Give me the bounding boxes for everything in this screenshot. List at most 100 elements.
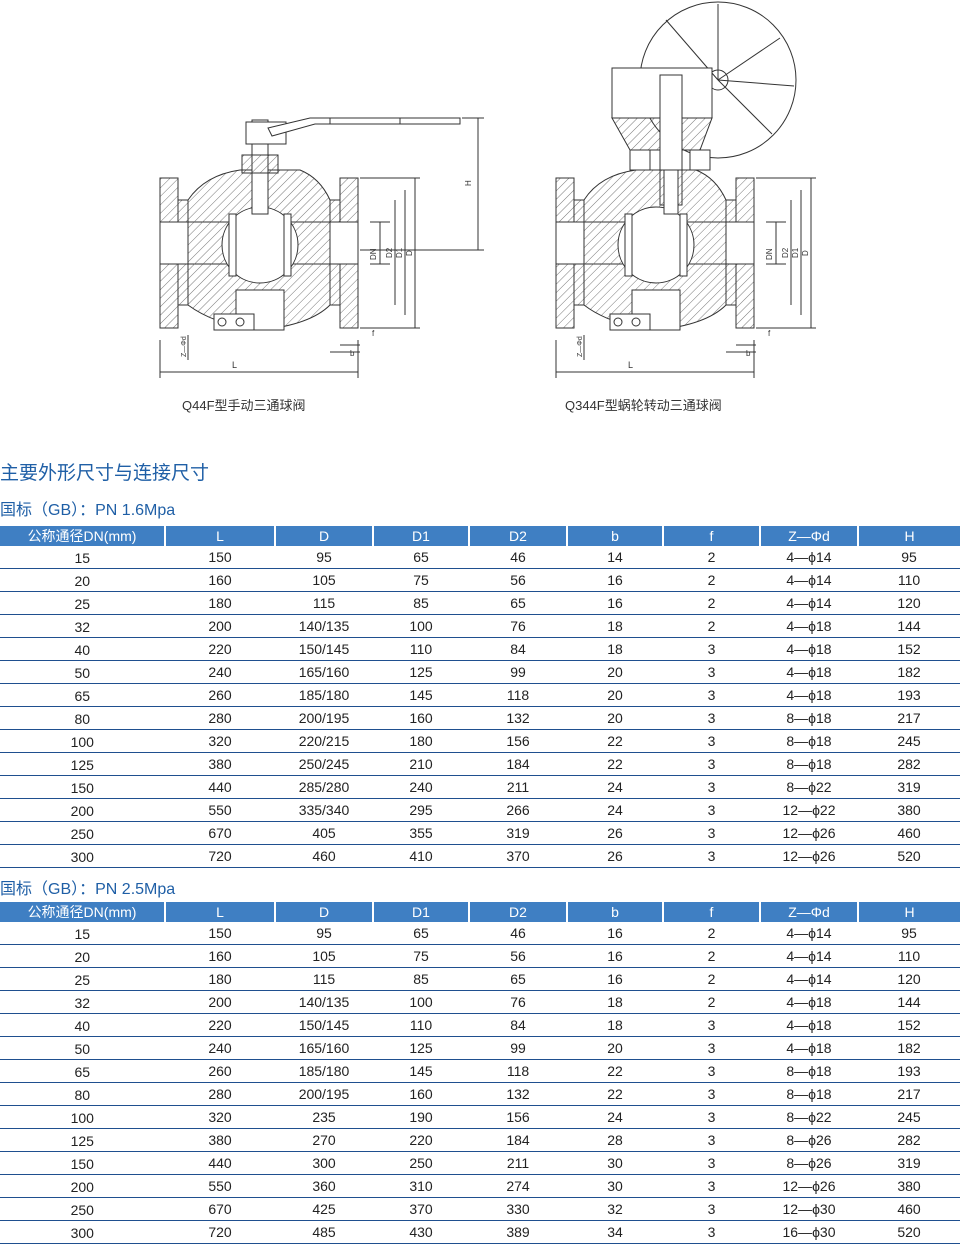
table-cell: 2	[663, 591, 761, 615]
table-cell: 3	[663, 637, 761, 661]
column-header: D2	[469, 902, 568, 922]
table-cell: 165/160	[275, 1036, 374, 1060]
table-cell: 118	[469, 1059, 568, 1083]
dim-label-b-right: b	[746, 349, 751, 358]
table-cell: 65	[0, 1059, 166, 1083]
table-cell: 3	[663, 1220, 761, 1244]
table-cell: 319	[858, 775, 960, 799]
table-cell: 235	[275, 1105, 374, 1129]
table-cell: 115	[275, 967, 374, 991]
table-cell: 425	[275, 1197, 374, 1221]
table-cell: 120	[858, 591, 960, 615]
table-cell: 4—ϕ18	[760, 990, 859, 1014]
table-cell: 160	[165, 568, 276, 592]
table-cell: 180	[165, 591, 276, 615]
table-cell: 46	[469, 922, 568, 945]
table-cell: 8—ϕ18	[760, 729, 859, 753]
table-cell: 24	[567, 1105, 664, 1129]
table-cell: 120	[858, 967, 960, 991]
table-cell: 22	[567, 752, 664, 776]
table-cell: 3	[663, 775, 761, 799]
table-cell: 85	[373, 591, 470, 615]
table-cell: 184	[469, 752, 568, 776]
table-cell: 20	[567, 1036, 664, 1060]
table-cell: 12—ϕ22	[760, 798, 859, 822]
table-cell: 80	[0, 706, 166, 730]
table-cell: 84	[469, 637, 568, 661]
table-cell: 20	[567, 683, 664, 707]
table-cell: 28	[567, 1128, 664, 1152]
table-cell: 95	[858, 546, 960, 569]
table-cell: 720	[165, 1220, 276, 1244]
table-cell: 380	[858, 1174, 960, 1198]
table-cell: 85	[373, 967, 470, 991]
table-cell: 193	[858, 1059, 960, 1083]
column-header: Z—Φd	[760, 526, 859, 546]
table-cell: 16	[567, 967, 664, 991]
table-cell: 24	[567, 775, 664, 799]
table-cell: 12—ϕ26	[760, 1174, 859, 1198]
table-cell: 150	[0, 1151, 166, 1175]
table-cell: 8—ϕ18	[760, 706, 859, 730]
table-cell: 220	[373, 1128, 470, 1152]
table-cell: 330	[469, 1197, 568, 1221]
table-cell: 2	[663, 546, 761, 569]
table-cell: 4—ϕ14	[760, 568, 859, 592]
dim-label-h-left: H	[464, 180, 473, 186]
table-cell: 160	[373, 1082, 470, 1106]
table-cell: 2	[663, 614, 761, 638]
table-cell: 3	[663, 1174, 761, 1198]
left-valve-drawing	[159, 117, 484, 378]
table-cell: 46	[469, 546, 568, 569]
table-cell: 310	[373, 1174, 470, 1198]
dim-label-d1-right: D1	[791, 247, 800, 258]
table-cell: 485	[275, 1220, 374, 1244]
dim-label-d1-left: D1	[395, 247, 404, 258]
table-cell: 184	[469, 1128, 568, 1152]
dim-label-d2-right: D2	[781, 247, 790, 258]
table-cell: 160	[373, 706, 470, 730]
dim-label-d2-left: D2	[385, 247, 394, 258]
table-cell: 220	[165, 1013, 276, 1037]
table-cell: 3	[663, 844, 761, 868]
table-cell: 211	[469, 775, 568, 799]
table-cell: 160	[165, 944, 276, 968]
right-drawing-caption: Q344F型蜗轮转动三通球阀	[565, 398, 722, 413]
table-cell: 182	[858, 1036, 960, 1060]
table-cell: 16	[567, 944, 664, 968]
table-cell: 140/135	[275, 990, 374, 1014]
table-cell: 145	[373, 683, 470, 707]
table-cell: 217	[858, 1082, 960, 1106]
table-cell: 380	[858, 798, 960, 822]
table-cell: 156	[469, 729, 568, 753]
table-cell: 132	[469, 1082, 568, 1106]
table-cell: 32	[0, 990, 166, 1014]
table-cell: 4—ϕ14	[760, 591, 859, 615]
table-cell: 32	[0, 614, 166, 638]
table-1-title: 国标（GB）：PN 1.6Mpa	[0, 502, 176, 519]
dim-label-d-right: D	[801, 250, 810, 256]
table-cell: 20	[0, 944, 166, 968]
table-cell: 460	[858, 1197, 960, 1221]
table-cell: 355	[373, 821, 470, 845]
table-cell: 190	[373, 1105, 470, 1129]
table-cell: 550	[165, 798, 276, 822]
dim-label-z-right: Z—Φd	[577, 336, 584, 357]
table-cell: 520	[858, 1220, 960, 1244]
table-cell: 300	[0, 844, 166, 868]
column-header: D2	[469, 526, 568, 546]
table-cell: 3	[663, 1082, 761, 1106]
table-cell: 99	[469, 1036, 568, 1060]
column-header: f	[663, 526, 761, 546]
table-cell: 150	[165, 922, 276, 945]
table-cell: 16—ϕ30	[760, 1220, 859, 1244]
table-cell: 95	[858, 922, 960, 945]
